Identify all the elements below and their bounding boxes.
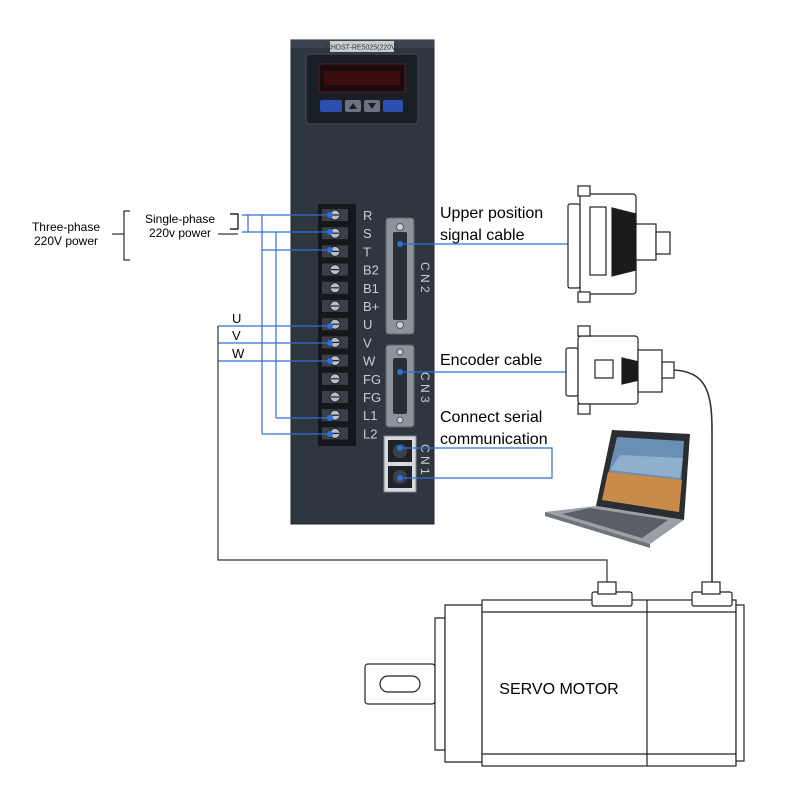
terminal-label: T [363, 244, 371, 259]
terminal-screw [322, 245, 348, 258]
upper-position-label-2: signal cable [440, 227, 525, 244]
down-arrow-icon [368, 103, 376, 109]
model-label: CHDST-RE5025(220V) [326, 45, 398, 52]
cn2-label: C N 2 [418, 262, 432, 293]
cn1-connector [383, 435, 417, 493]
encoder-label: Encoder cable [440, 352, 542, 369]
single-phase-label-1: Single-phase [145, 212, 215, 226]
cn3-connector [385, 344, 415, 428]
servo-motor [364, 581, 745, 767]
upper-position-label-1: Upper position [440, 205, 543, 222]
terminal-dots [327, 212, 333, 437]
serial-cable [400, 447, 553, 479]
servo-motor-label: SERVO MOTOR [499, 681, 618, 698]
servo-drive: CHDST-RE5025(220V) RSTB2B1B+UVWFGFGL1L2 … [290, 39, 435, 525]
set-button[interactable] [383, 100, 403, 112]
single-phase-label-2: 220v power [149, 226, 211, 240]
cn3-label: C N 3 [418, 372, 432, 403]
single-phase-bracket [230, 213, 239, 230]
motor-wire-w: W [232, 346, 245, 361]
three-phase-label-2: 220V power [34, 234, 98, 248]
terminal-label: FG [363, 372, 381, 387]
terminal-screw [322, 227, 348, 240]
terminal-label: B1 [363, 281, 379, 296]
terminal-label: V [363, 335, 372, 350]
terminal-screw [322, 318, 348, 331]
terminal-label: FG [363, 390, 381, 405]
serial-label-1: Connect serial [440, 409, 542, 426]
serial-label-2: communication [440, 431, 548, 448]
terminal-label: L2 [363, 426, 377, 441]
terminal-screw [322, 354, 348, 367]
motor-power-cable [217, 326, 608, 590]
power-wiring [218, 214, 330, 435]
terminal-label: B+ [363, 299, 379, 314]
model-plate [330, 41, 394, 52]
encoder-connector [565, 325, 675, 415]
terminal-label: L1 [363, 408, 377, 423]
terminal-screw [322, 209, 348, 221]
upper-position-connector [567, 185, 671, 303]
three-phase-bracket [123, 210, 130, 261]
laptop-icon [545, 430, 690, 548]
terminal-screw [322, 391, 348, 403]
terminal-label: B2 [363, 263, 379, 278]
encoder-cable [673, 369, 713, 590]
up-arrow-icon [349, 103, 357, 109]
terminal-label: W [363, 354, 376, 369]
motor-wire-v: V [232, 328, 241, 343]
mode-button[interactable] [320, 100, 342, 112]
terminal-screw [322, 300, 348, 312]
motor-wire-u: U [232, 311, 241, 326]
terminal-screw [322, 409, 348, 422]
terminal-screw [322, 281, 348, 294]
terminal-screw [322, 263, 348, 276]
terminal-label: R [363, 208, 372, 223]
cn1-label: C N 1 [418, 444, 432, 475]
terminal-screw [322, 372, 348, 385]
terminal-label: U [363, 317, 372, 332]
terminal-label: S [363, 226, 372, 241]
three-phase-label-1: Three-phase [32, 220, 100, 234]
cn2-connector [385, 217, 415, 335]
